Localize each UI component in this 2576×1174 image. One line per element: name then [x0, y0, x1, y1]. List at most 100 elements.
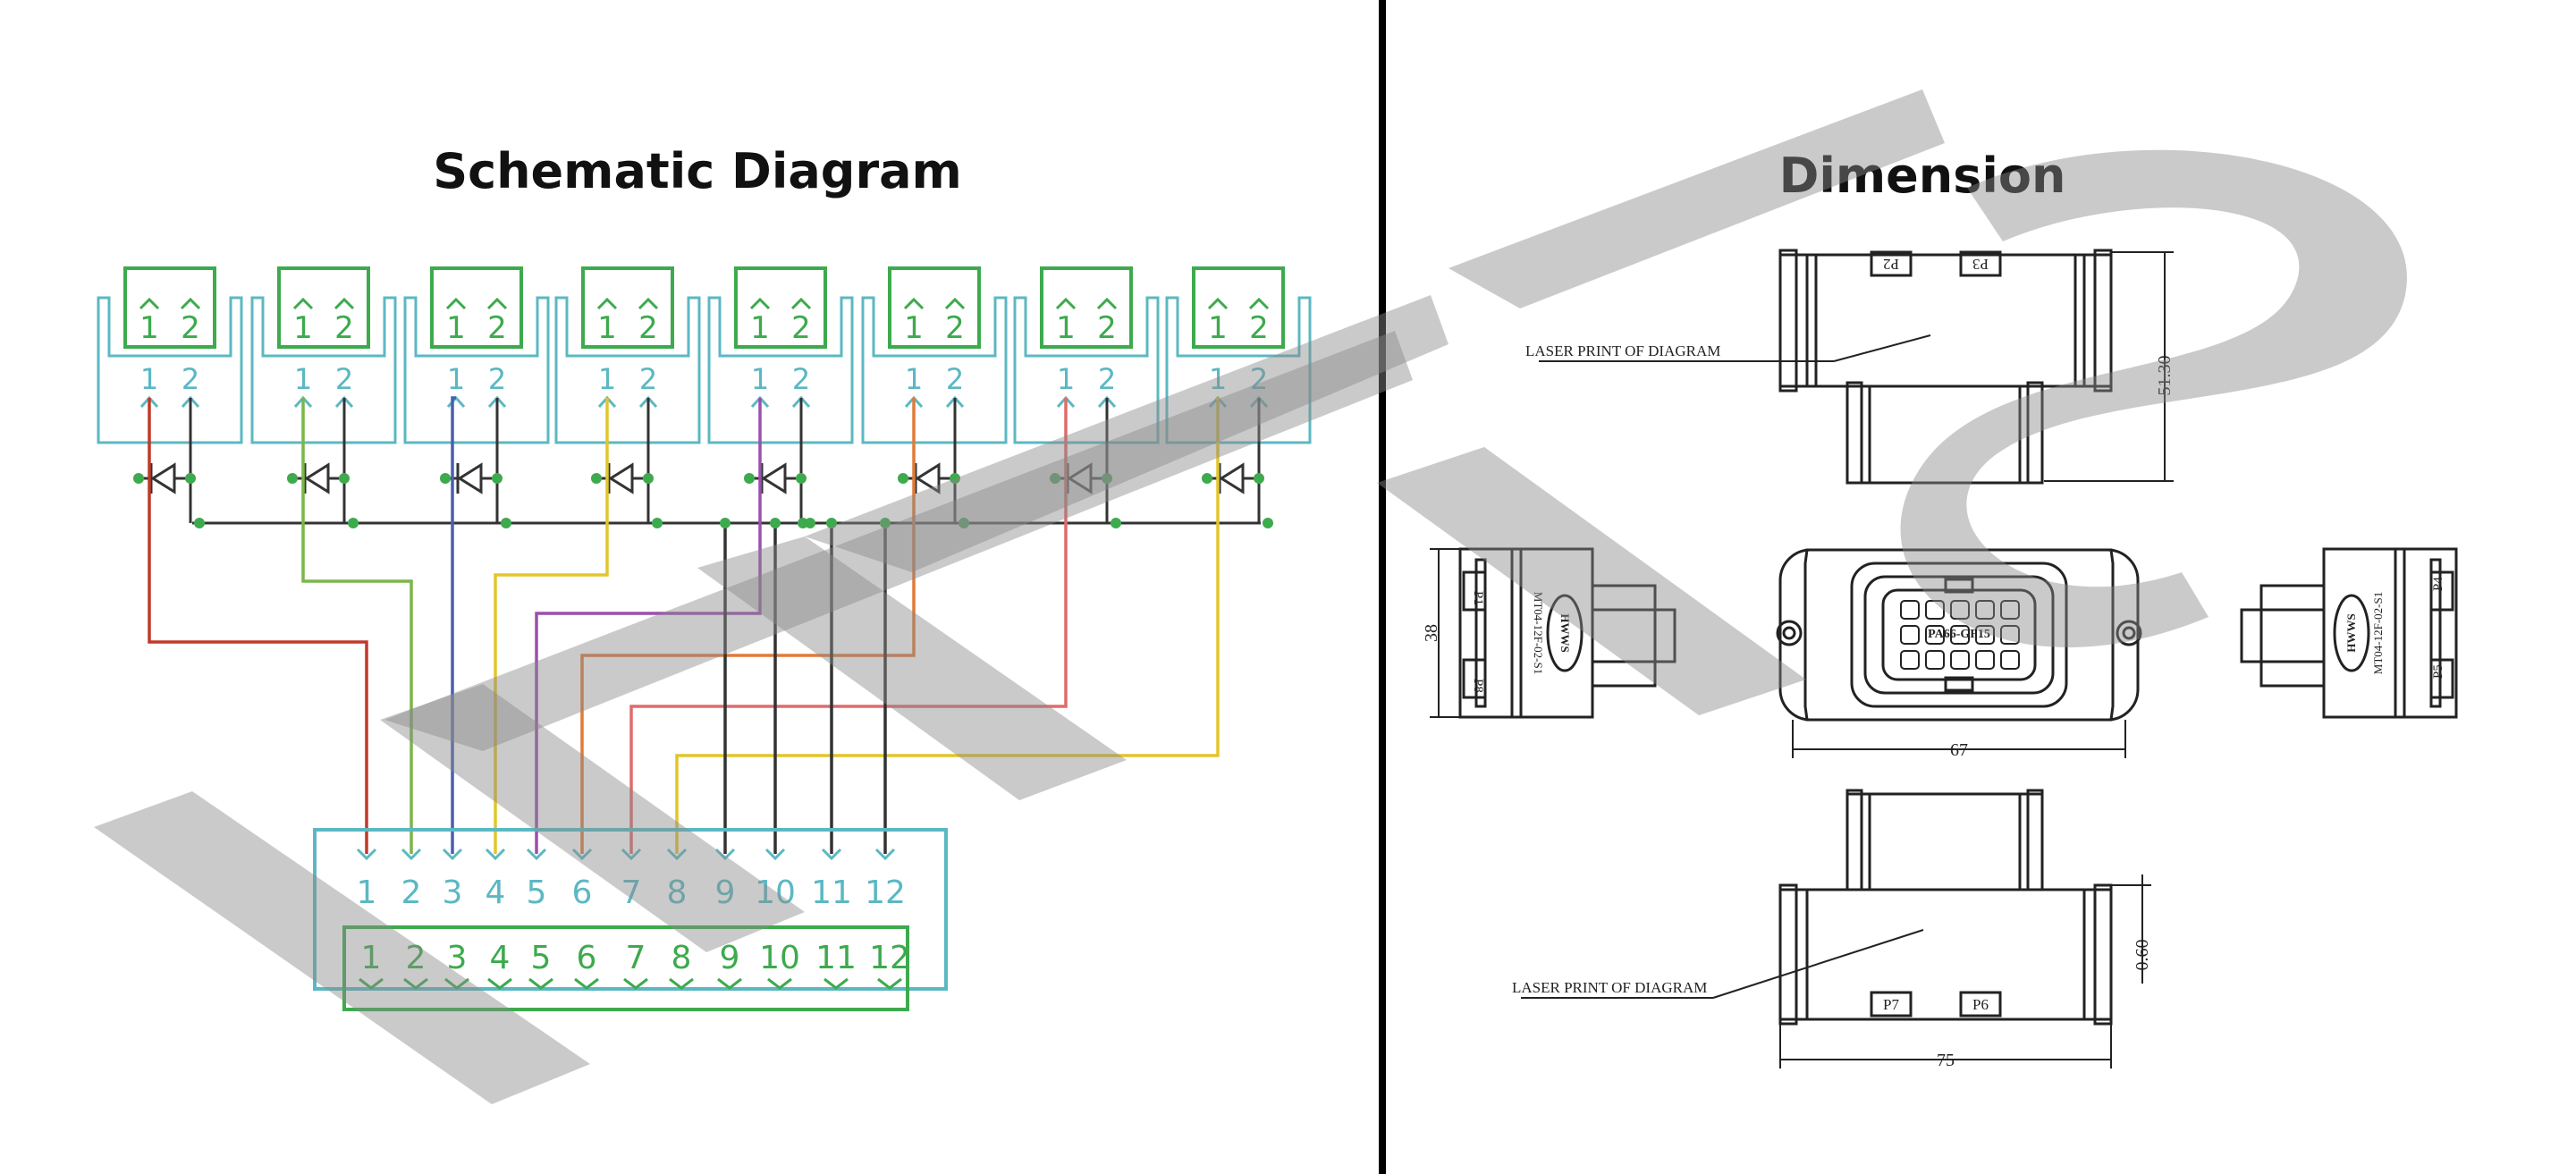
laser-label-top: LASER PRINT OF DIAGRAM — [1525, 342, 1720, 359]
output-housing-label: 4 — [486, 874, 506, 911]
tab-p8: P8 — [1471, 679, 1485, 693]
wire-1 — [148, 398, 368, 854]
output-housing-label: 9 — [715, 874, 736, 911]
badge-right: HWWS — [2344, 613, 2358, 652]
plug-pin-label: 1 — [1056, 310, 1076, 346]
tab-p3: P3 — [1972, 256, 1989, 273]
pin-arrow — [180, 297, 201, 310]
cavity — [1900, 625, 1920, 645]
connector-housing — [554, 296, 701, 444]
output-housing-label: 5 — [527, 874, 547, 911]
diode-symbol — [608, 462, 634, 494]
dim-width-center: 67 — [1950, 740, 1968, 760]
plug-pin-label: 2 — [1249, 310, 1269, 346]
pin-arrow — [1096, 297, 1118, 310]
output-connector-outer — [313, 828, 948, 991]
wires — [148, 396, 1220, 854]
badge-left: HWWS — [1558, 613, 1572, 652]
output-pin-5: 55 — [527, 848, 553, 990]
pin-arrow — [596, 297, 618, 310]
output-plug-label: 8 — [671, 940, 692, 976]
panel-divider — [1379, 0, 1386, 1174]
output-housing-label: 8 — [667, 874, 688, 911]
pin-arrow — [292, 297, 314, 310]
cavity — [2000, 600, 2020, 620]
housing-pin-label: 2 — [639, 362, 657, 396]
cavity — [1950, 650, 1970, 670]
output-pin-8: 88 — [667, 848, 694, 990]
output-housing-label: 2 — [401, 874, 422, 911]
connector-housing — [1165, 296, 1312, 444]
top-view — [1778, 249, 2113, 485]
diode-symbol — [457, 462, 483, 494]
output-housing-label: 3 — [443, 874, 463, 911]
dimension-drawing: P2 P3 LASER PRINT OF DIAGRAM 51.30 P1 P8… — [1422, 249, 2458, 1070]
output-housing-label: 11 — [811, 874, 852, 911]
connector-plug — [581, 266, 674, 349]
plug-pin-label: 2 — [181, 310, 200, 346]
left-view — [1458, 547, 1677, 719]
junction-dot — [770, 518, 781, 528]
output-pin-4: 44 — [486, 848, 512, 990]
output-connector-inner — [342, 925, 909, 1011]
housing-pin-label: 1 — [1057, 362, 1075, 396]
pin-arrow — [445, 297, 467, 310]
output-plug-label: 7 — [626, 940, 646, 976]
output-plug-label: 5 — [531, 940, 552, 976]
wire-7 — [629, 398, 1068, 854]
wire-5 — [535, 398, 762, 854]
center-dim-lines — [1792, 720, 2126, 758]
pin-arrow — [334, 297, 355, 310]
plug-pin-label: 1 — [597, 310, 617, 346]
tab-p6: P6 — [1972, 996, 1989, 1013]
pin-arrow — [139, 297, 160, 310]
output-plug-label: 12 — [869, 940, 910, 976]
front-view — [1776, 548, 2142, 722]
pin-arrow — [638, 297, 659, 310]
left-dim-lines — [1430, 548, 1467, 718]
housing-pin-label: 2 — [1250, 362, 1268, 396]
dim-bottom-thickness: 0.60 — [2133, 940, 2152, 971]
tab-p4: P4 — [2431, 577, 2445, 591]
diode-symbol — [150, 462, 176, 494]
diode-symbol — [1067, 462, 1093, 494]
output-plug-label: 6 — [577, 940, 597, 976]
output-pin-9: 99 — [715, 848, 742, 990]
pin-arrow — [944, 297, 966, 310]
wire-8 — [675, 398, 1220, 854]
output-pin-6: 66 — [572, 848, 599, 990]
schematic-title: Schematic Diagram — [433, 143, 962, 199]
dim-bottom-width: 75 — [1937, 1051, 1955, 1070]
pin-arrow — [903, 297, 925, 310]
housing-pin-label: 1 — [905, 362, 923, 396]
output-housing-label: 10 — [755, 874, 796, 911]
plug-pin-label: 2 — [945, 310, 965, 346]
junction-dot — [798, 518, 808, 528]
dim-left-height: 38 — [1422, 624, 1441, 642]
pin-arrow — [486, 297, 508, 310]
cavity — [1925, 625, 1945, 645]
housing-pin-label: 1 — [140, 362, 158, 396]
output-housing-label: 7 — [621, 874, 642, 911]
plug-pin-label: 1 — [139, 310, 159, 346]
tab-p1: P1 — [1471, 591, 1485, 605]
plug-pin-label: 2 — [334, 310, 354, 346]
housing-pin-label: 1 — [751, 362, 769, 396]
plug-pin-label: 1 — [904, 310, 924, 346]
diode-symbol — [761, 462, 787, 494]
junction-dot — [720, 518, 731, 528]
pin-arrow — [1055, 297, 1077, 310]
diode-symbol — [1219, 462, 1245, 494]
housing-pin-label: 1 — [1209, 362, 1227, 396]
diode-2 — [287, 398, 359, 528]
